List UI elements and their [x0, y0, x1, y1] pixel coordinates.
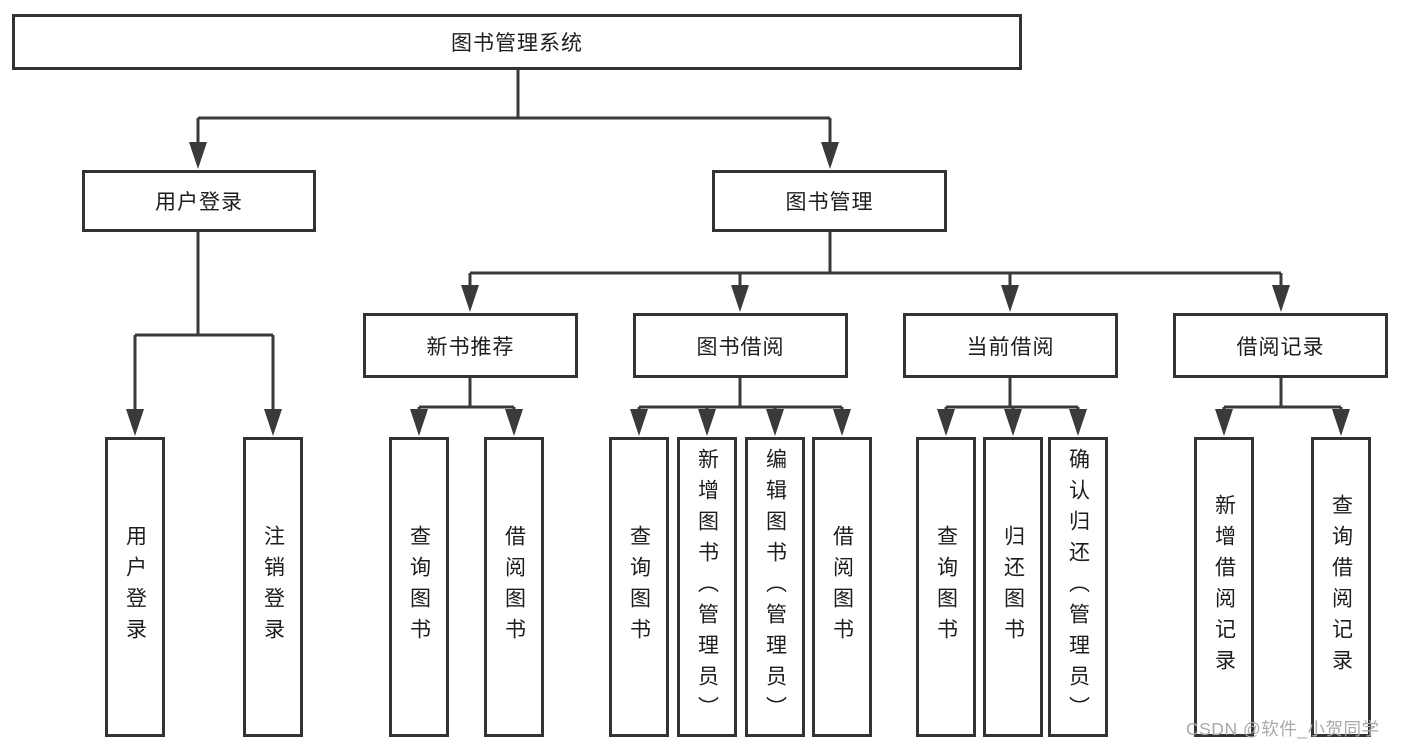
leaf-label: 确认归还（管理员）: [1066, 447, 1090, 727]
node-user-login-branch: 用户登录: [82, 170, 316, 232]
leaf-borrowing-edit-books-admin: 编辑图书（管理员）: [745, 437, 805, 737]
leaf-label: 查询图书: [407, 525, 431, 649]
leaf-label: 注销登录: [261, 525, 285, 649]
node-library-management-system: 图书管理系统: [12, 14, 1022, 70]
node-label: 用户登录: [155, 191, 243, 214]
leaf-user-login: 用户登录: [105, 437, 165, 737]
node-borrowing-records: 借阅记录: [1173, 313, 1388, 378]
node-new-book-recommendation: 新书推荐: [363, 313, 578, 378]
node-book-management-branch: 图书管理: [712, 170, 947, 232]
node-label: 借阅记录: [1236, 335, 1325, 359]
leaf-label: 用户登录: [123, 525, 147, 649]
node-label: 图书管理系统: [451, 32, 583, 55]
leaf-label: 借阅图书: [830, 525, 854, 649]
node-label: 图书借阅: [696, 335, 785, 359]
leaf-current-query-books: 查询图书: [916, 437, 976, 737]
leaf-label: 借阅图书: [502, 525, 526, 649]
node-label: 当前借阅: [966, 335, 1055, 359]
leaf-borrowing-query-books: 查询图书: [609, 437, 669, 737]
node-label: 图书管理: [785, 191, 874, 214]
csdn-watermark: CSDN @软件_小贺同学: [1186, 719, 1380, 739]
leaf-label: 新增借阅记录: [1212, 494, 1236, 680]
leaf-logout: 注销登录: [243, 437, 303, 737]
leaf-label: 查询图书: [627, 525, 651, 649]
node-book-borrowing: 图书借阅: [633, 313, 848, 378]
leaf-label: 新增图书（管理员）: [695, 447, 719, 727]
leaf-records-query-record: 查询借阅记录: [1311, 437, 1371, 737]
node-current-borrowing: 当前借阅: [903, 313, 1118, 378]
leaf-label: 查询图书: [934, 525, 958, 649]
node-label: 新书推荐: [426, 335, 515, 359]
leaf-label: 编辑图书（管理员）: [763, 447, 787, 727]
leaf-records-add-record: 新增借阅记录: [1194, 437, 1254, 737]
leaf-current-return-books: 归还图书: [983, 437, 1043, 737]
leaf-label: 查询借阅记录: [1329, 494, 1353, 680]
leaf-label: 归还图书: [1001, 525, 1025, 649]
leaf-recommend-borrow-books: 借阅图书: [484, 437, 544, 737]
leaf-recommend-query-books: 查询图书: [389, 437, 449, 737]
leaf-current-confirm-return-admin: 确认归还（管理员）: [1048, 437, 1108, 737]
leaf-borrowing-add-books-admin: 新增图书（管理员）: [677, 437, 737, 737]
arrowhead-markers: [126, 142, 1350, 436]
leaf-borrowing-borrow-books: 借阅图书: [812, 437, 872, 737]
